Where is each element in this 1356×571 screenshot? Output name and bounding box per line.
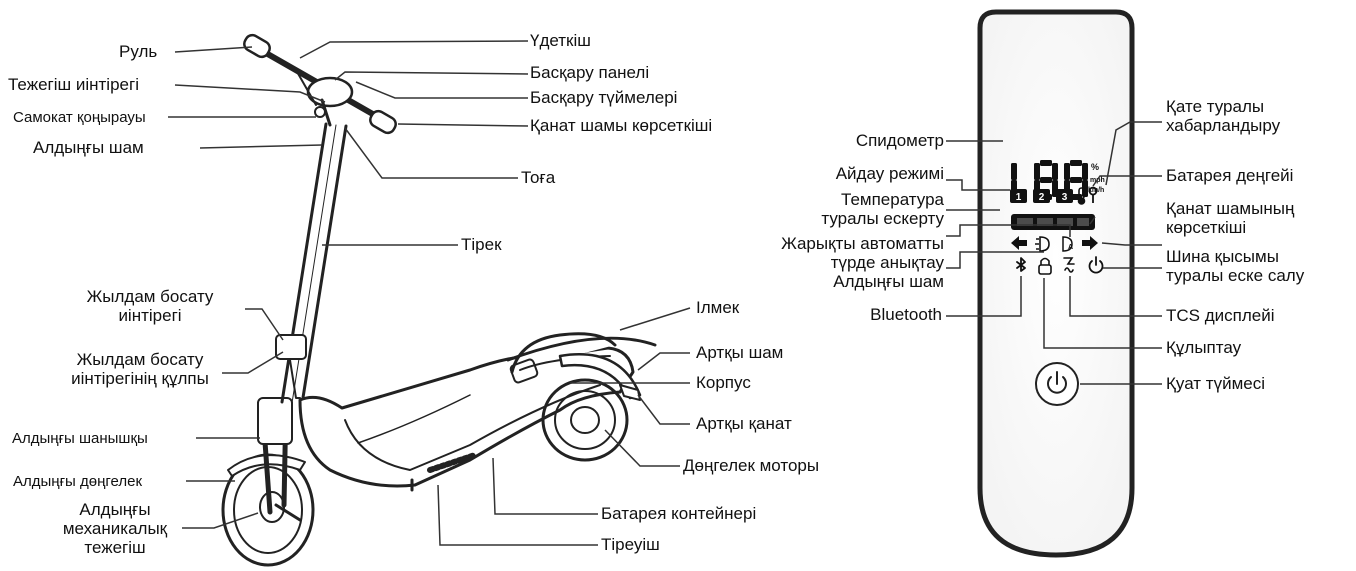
label-speedometer: Спидометр bbox=[855, 131, 944, 150]
label-front-wheel: Алдыңғы дөңгелек bbox=[13, 473, 143, 490]
label-error-line1: Қате туралы bbox=[1166, 97, 1265, 116]
unit-percent: % bbox=[1091, 162, 1099, 172]
label-bell: Самокат қоңырауы bbox=[13, 109, 146, 126]
label-kickstand: Тіреуіш bbox=[601, 535, 660, 554]
battery-segment-1 bbox=[1017, 218, 1033, 226]
label-body: Корпус bbox=[696, 373, 751, 392]
label-qr-lever-line2: иінтірегі bbox=[118, 306, 182, 325]
label-qr-lock-line1: Жылдам босату bbox=[76, 350, 204, 369]
label-ride-mode: Айдау режимі bbox=[835, 164, 944, 183]
label-qr-lever-line1: Жылдам босату bbox=[86, 287, 214, 306]
ride-mode-indicators: 1 2 3 bbox=[1010, 189, 1073, 203]
label-tire-pressure: Шина қысымы туралы еске салу bbox=[1166, 247, 1304, 285]
ride-mode-box-1 bbox=[1010, 189, 1027, 203]
tcs-icon bbox=[1063, 257, 1075, 273]
lock-icon bbox=[1038, 257, 1052, 275]
display-panel bbox=[977, 9, 1135, 558]
label-hook: Ілмек bbox=[696, 298, 740, 317]
label-power-button: Қуат түймесі bbox=[1166, 374, 1266, 393]
label-quick-release-lever: Жылдам босату иінтірегі bbox=[55, 287, 245, 325]
label-clamp: Тоға bbox=[521, 168, 556, 187]
turn-right-arrow-icon bbox=[1082, 236, 1098, 250]
display-leader-lines bbox=[946, 121, 1162, 385]
label-auto-light-line1: Жарықты автоматты bbox=[781, 234, 944, 253]
ride-mode-number-1: 1 bbox=[1016, 192, 1022, 203]
label-handlebar: Руль bbox=[119, 42, 158, 61]
ride-mode-number-3: 3 bbox=[1062, 192, 1068, 203]
digit-2-segment-b bbox=[1052, 163, 1058, 180]
label-quick-release-lock: Жылдам босату иінтірегінің құлпы bbox=[55, 350, 225, 388]
ride-mode-box-3 bbox=[1056, 189, 1073, 203]
battery-segment-2 bbox=[1037, 218, 1053, 226]
label-display-headlight: Алдыңғы шам bbox=[833, 272, 944, 291]
label-brake-lever: Тежегіш иінтірегі bbox=[8, 75, 139, 94]
label-throttle: Үдеткіш bbox=[530, 31, 591, 50]
label-tcs: TCS дисплейі bbox=[1166, 306, 1275, 325]
digit-3-segment-g bbox=[1070, 177, 1082, 183]
battery-segment-3 bbox=[1057, 218, 1073, 226]
label-rear-fender: Артқы қанат bbox=[696, 414, 792, 433]
label-qr-lock-line2: иінтірегінің құлпы bbox=[71, 369, 209, 388]
label-control-buttons: Басқару түймелері bbox=[530, 88, 678, 107]
label-temp-line2: туралы ескерту bbox=[821, 209, 944, 228]
digit-1-segment-b bbox=[1011, 163, 1017, 180]
scooter-illustration bbox=[221, 33, 657, 567]
label-front-fork: Алдыңғы шанышқы bbox=[12, 430, 148, 447]
battery-level-bar bbox=[1011, 214, 1095, 230]
battery-segment-4 bbox=[1077, 218, 1089, 226]
label-turn-indicator: Қанат шамының көрсеткіші bbox=[1166, 199, 1294, 237]
digit-3-segment-a bbox=[1070, 160, 1082, 166]
label-error-line2: хабарландыру bbox=[1166, 116, 1281, 135]
stem-drawing bbox=[275, 122, 348, 406]
label-stem: Тірек bbox=[461, 235, 502, 254]
label-tire-line2: туралы еске салу bbox=[1166, 266, 1305, 285]
digit-3-segment-f bbox=[1064, 163, 1070, 180]
digit-2-segment-f bbox=[1034, 163, 1040, 180]
scooter-leader-lines bbox=[168, 40, 691, 546]
label-auto-light-line2: түрде анықтау bbox=[830, 253, 944, 272]
rear-light-drawing bbox=[619, 384, 641, 401]
label-front-brake-line3: тежегіш bbox=[84, 538, 146, 557]
digit-2-segment-a bbox=[1040, 160, 1052, 166]
digit-3-segment-b bbox=[1082, 163, 1088, 180]
headlight-icon bbox=[1035, 236, 1050, 252]
power-icon bbox=[1047, 371, 1067, 394]
handlebar-drawing bbox=[243, 33, 397, 135]
bluetooth-icon bbox=[1016, 257, 1026, 272]
rear-section-drawing bbox=[506, 332, 657, 384]
label-turn-line2: көрсеткіші bbox=[1166, 218, 1247, 237]
label-turn-signal: Қанат шамы көрсеткіші bbox=[530, 116, 713, 135]
label-front-brake: Алдыңғы механикалық тежегіш bbox=[50, 500, 180, 557]
label-tire-line1: Шина қысымы bbox=[1166, 247, 1279, 266]
label-headlight: Алдыңғы шам bbox=[33, 138, 144, 157]
label-front-brake-line2: механикалық bbox=[62, 519, 168, 538]
svg-text:A: A bbox=[1068, 244, 1073, 251]
error-wrench-icon bbox=[1088, 186, 1098, 203]
label-error-notice: Қате туралы хабарландыру bbox=[1166, 97, 1280, 135]
label-rear-light: Артқы шам bbox=[696, 343, 784, 362]
rear-wheel-drawing bbox=[541, 378, 629, 462]
ride-mode-box-2 bbox=[1033, 189, 1050, 203]
label-battery-level: Батарея деңгейі bbox=[1166, 166, 1294, 185]
label-dashboard: Басқару панелі bbox=[530, 63, 650, 82]
temperature-icon bbox=[1077, 187, 1086, 205]
auto-light-icon: A bbox=[1062, 236, 1073, 252]
label-temperature-warning: Температура туралы ескерту bbox=[766, 190, 944, 228]
ride-mode-number-2: 2 bbox=[1039, 192, 1045, 203]
label-hub-motor: Дөңгелек моторы bbox=[683, 456, 820, 475]
display-outline bbox=[977, 9, 1135, 558]
power-button[interactable] bbox=[1035, 362, 1079, 406]
label-front-brake-line1: Алдыңғы bbox=[79, 500, 151, 519]
label-battery-box: Батарея контейнері bbox=[601, 504, 757, 523]
label-bluetooth: Bluetooth bbox=[870, 305, 942, 324]
label-temp-line1: Температура bbox=[841, 190, 944, 209]
tire-pressure-icon bbox=[1088, 256, 1104, 274]
digit-2-segment-g bbox=[1040, 177, 1052, 183]
label-turn-line1: Қанат шамының bbox=[1166, 199, 1295, 218]
turn-left-arrow-icon bbox=[1011, 236, 1027, 250]
front-fork-drawing bbox=[257, 397, 302, 522]
label-lock: Құлыптау bbox=[1166, 338, 1242, 357]
label-auto-light: Жарықты автоматты түрде анықтау bbox=[736, 234, 944, 272]
